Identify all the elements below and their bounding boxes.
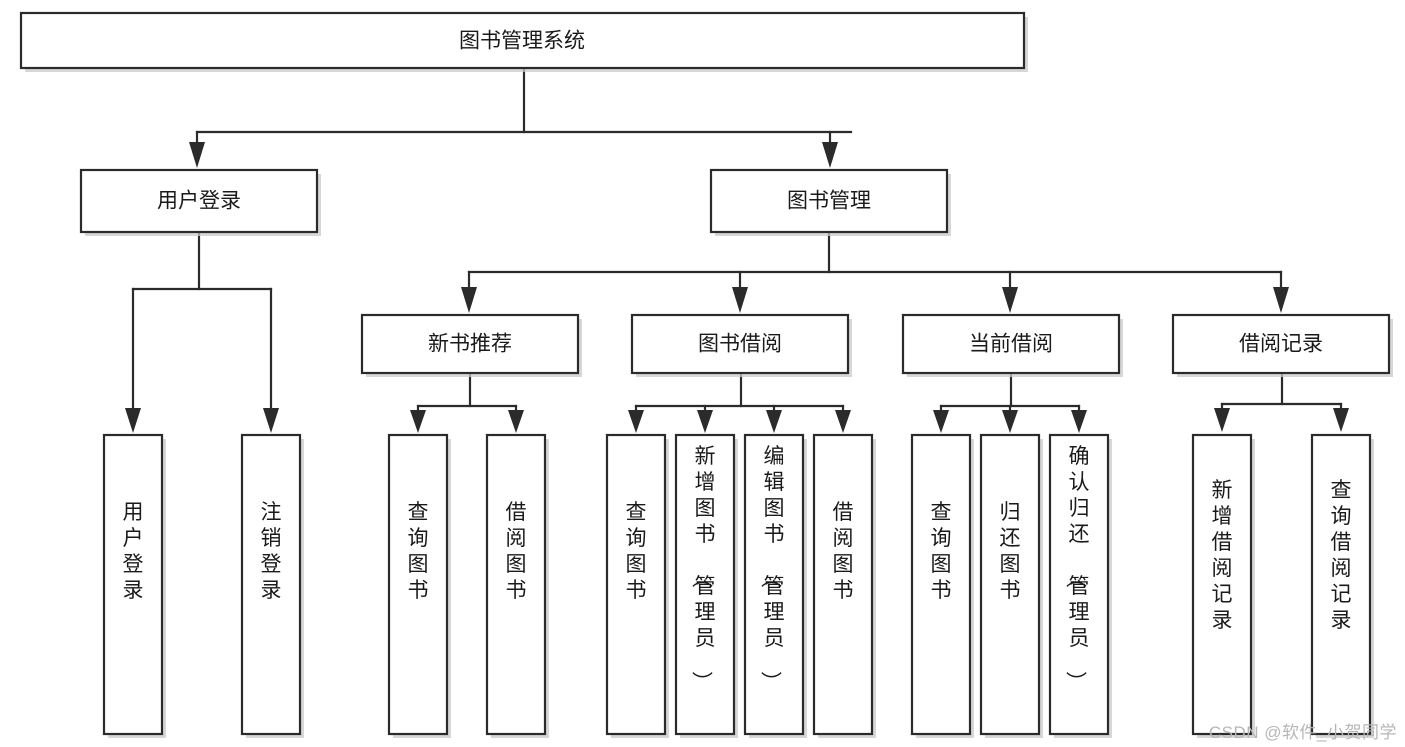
leaf-add-book-admin[interactable]: 新增图书（管理员） — [674, 433, 738, 738]
arrow-head-icon — [1002, 287, 1018, 313]
node-rect[interactable] — [605, 433, 667, 736]
node-rect[interactable] — [910, 433, 972, 736]
leaf-query-book-cb[interactable]: 查询图书 — [910, 433, 974, 738]
node-label-book-management: 图书管理 — [787, 190, 871, 213]
leaf-label-query-borrow-record: 查询借阅记录 — [1331, 479, 1352, 632]
leaf-borrow-book-nb[interactable]: 借阅图书 — [485, 433, 549, 738]
leaf-logout[interactable]: 注销登录 — [240, 433, 304, 738]
leaf-query-borrow-record[interactable]: 查询借阅记录 — [1310, 433, 1374, 738]
arrow-head-icon — [263, 408, 279, 433]
node-label-user-login: 用户登录 — [157, 190, 241, 213]
arrow-head-icon — [410, 410, 426, 433]
leaf-label-user-login: 用户登录 — [123, 501, 144, 602]
leaf-label-edit-book-admin: 编辑图书（管理员） — [759, 445, 785, 692]
leaf-user-login[interactable]: 用户登录 — [102, 433, 166, 738]
leaf-label-query-book: 查询图书 — [408, 501, 429, 602]
node-rect[interactable] — [743, 433, 805, 736]
node-label-root: 图书管理系统 — [459, 30, 585, 53]
node-rect[interactable] — [240, 433, 302, 736]
arrow-head-icon — [461, 287, 477, 313]
node-root[interactable]: 图书管理系统 — [19, 11, 1028, 72]
arrow-head-icon — [933, 410, 949, 433]
node-rect[interactable] — [1191, 433, 1253, 736]
leaf-query-book-bb[interactable]: 查询图书 — [605, 433, 669, 738]
node-rect[interactable] — [485, 433, 547, 736]
node-book-management[interactable]: 图书管理 — [709, 168, 951, 236]
arrow-head-icon — [125, 408, 141, 433]
arrow-head-icon — [1071, 410, 1087, 433]
leaf-label-query-book: 查询图书 — [626, 501, 647, 602]
node-label-new-book-recommend: 新书推荐 — [428, 333, 512, 356]
node-label-book-borrow: 图书借阅 — [698, 333, 782, 356]
node-book-borrow[interactable]: 图书借阅 — [630, 313, 852, 377]
arrow-head-icon — [697, 410, 713, 433]
leaf-return-book[interactable]: 归还图书 — [979, 433, 1043, 738]
leaf-confirm-return-admin[interactable]: 确认归还（管理员） — [1048, 433, 1112, 738]
leaf-label-logout: 注销登录 — [261, 501, 282, 602]
node-rect[interactable] — [674, 433, 736, 736]
arrow-head-icon — [1273, 287, 1289, 313]
node-rect[interactable] — [387, 433, 449, 736]
node-rect[interactable] — [979, 433, 1041, 736]
node-label-current-borrow: 当前借阅 — [969, 333, 1053, 356]
node-rect[interactable] — [1171, 313, 1391, 375]
arrow-head-icon — [835, 410, 851, 433]
arrow-head-icon — [1214, 408, 1230, 432]
leaf-label-return-book: 归还图书 — [1000, 501, 1021, 602]
arrow-head-icon — [189, 142, 205, 168]
node-new-book-recommend[interactable]: 新书推荐 — [360, 313, 582, 377]
arrow-head-icon — [822, 142, 838, 168]
arrow-head-icon — [732, 287, 748, 313]
leaf-add-borrow-record[interactable]: 新增借阅记录 — [1191, 433, 1255, 738]
node-rect[interactable] — [630, 313, 850, 375]
node-rect[interactable] — [1048, 433, 1110, 736]
node-rect[interactable] — [901, 313, 1121, 375]
node-rect[interactable] — [19, 11, 1026, 70]
leaf-borrow-book-bb[interactable]: 借阅图书 — [812, 433, 876, 738]
leaf-label-add-borrow-record: 新增借阅记录 — [1212, 479, 1233, 632]
leaf-label-borrow-book: 借阅图书 — [833, 501, 854, 602]
arrow-head-icon — [628, 410, 644, 433]
arrow-head-icon — [766, 410, 782, 433]
node-rect[interactable] — [1310, 433, 1372, 736]
node-current-borrow[interactable]: 当前借阅 — [901, 313, 1123, 377]
node-rect[interactable] — [812, 433, 874, 736]
arrow-head-icon — [1333, 408, 1349, 432]
node-user-login[interactable]: 用户登录 — [79, 168, 321, 236]
node-label-borrow-record: 借阅记录 — [1239, 333, 1323, 356]
leaf-query-book-nb[interactable]: 查询图书 — [387, 433, 451, 738]
connector-layer — [125, 66, 1349, 433]
leaf-label-query-book: 查询图书 — [931, 501, 952, 602]
leaf-edit-book-admin[interactable]: 编辑图书（管理员） — [743, 433, 807, 738]
node-rect[interactable] — [360, 313, 580, 375]
arrow-head-icon — [508, 410, 524, 433]
leaf-label-confirm-return-admin: 确认归还（管理员） — [1064, 445, 1090, 692]
node-rect[interactable] — [102, 433, 164, 736]
arrow-head-icon — [1002, 410, 1018, 433]
csdn-watermark: CSDN @软件_小贺同学 — [1208, 723, 1397, 742]
leaf-label-borrow-book: 借阅图书 — [506, 501, 527, 602]
leaf-label-add-book-admin: 新增图书（管理员） — [690, 445, 716, 692]
node-borrow-record[interactable]: 借阅记录 — [1171, 313, 1393, 377]
node-rect[interactable] — [79, 168, 319, 234]
node-rect[interactable] — [709, 168, 949, 234]
